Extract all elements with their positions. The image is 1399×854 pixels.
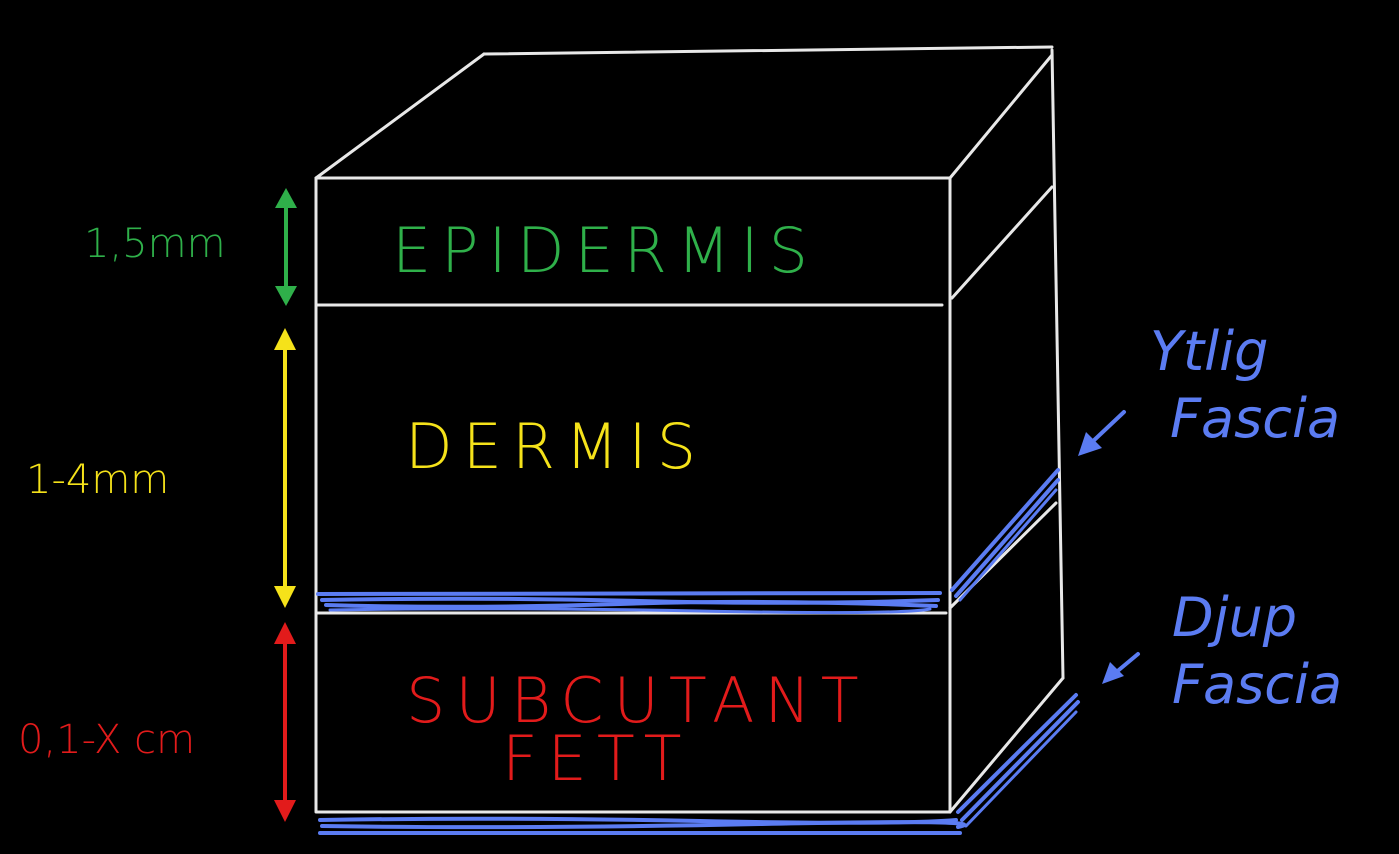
subcutant-label-line2: FETT [502,722,692,795]
dermis-label: DERMIS [405,410,706,483]
box-outline [314,45,1065,814]
epidermis-label: EPIDERMIS [392,214,818,287]
superficial-fascia-label-line2: Fascia [1170,387,1340,450]
dermis-thickness-label: 1-4mm [26,457,169,503]
deep-fascia-band [318,693,1080,835]
superficial-fascia-label-line1: Ytlig [1150,320,1268,383]
subcutant-label-line1: SUBCUTANT [406,664,869,737]
deep-fascia-label-line2: Fascia [1172,653,1342,716]
box-bottom-right-edge [948,676,1065,814]
deep-fascia-pointer [1102,652,1140,684]
subcutant-thickness-label: 0,1-X cm [18,717,195,763]
layer-divider-epidermis-side [950,185,1054,300]
deep-fascia-label-line1: Djup [1172,586,1297,649]
superficial-fascia-pointer [1078,410,1126,456]
superficial-fascia-band [316,468,1060,615]
box-top-back-edge [482,45,1054,56]
box-top-right-edge [948,53,1054,180]
box-top-left-edge [314,52,486,180]
epidermis-thickness-label: 1,5mm [84,221,226,267]
epidermis-dimension-arrow [275,188,297,306]
box-back-right-edge [1050,48,1065,680]
dermis-dimension-arrow [274,328,296,608]
box-front-face [314,176,952,814]
subcutant-dimension-arrow [274,622,296,822]
